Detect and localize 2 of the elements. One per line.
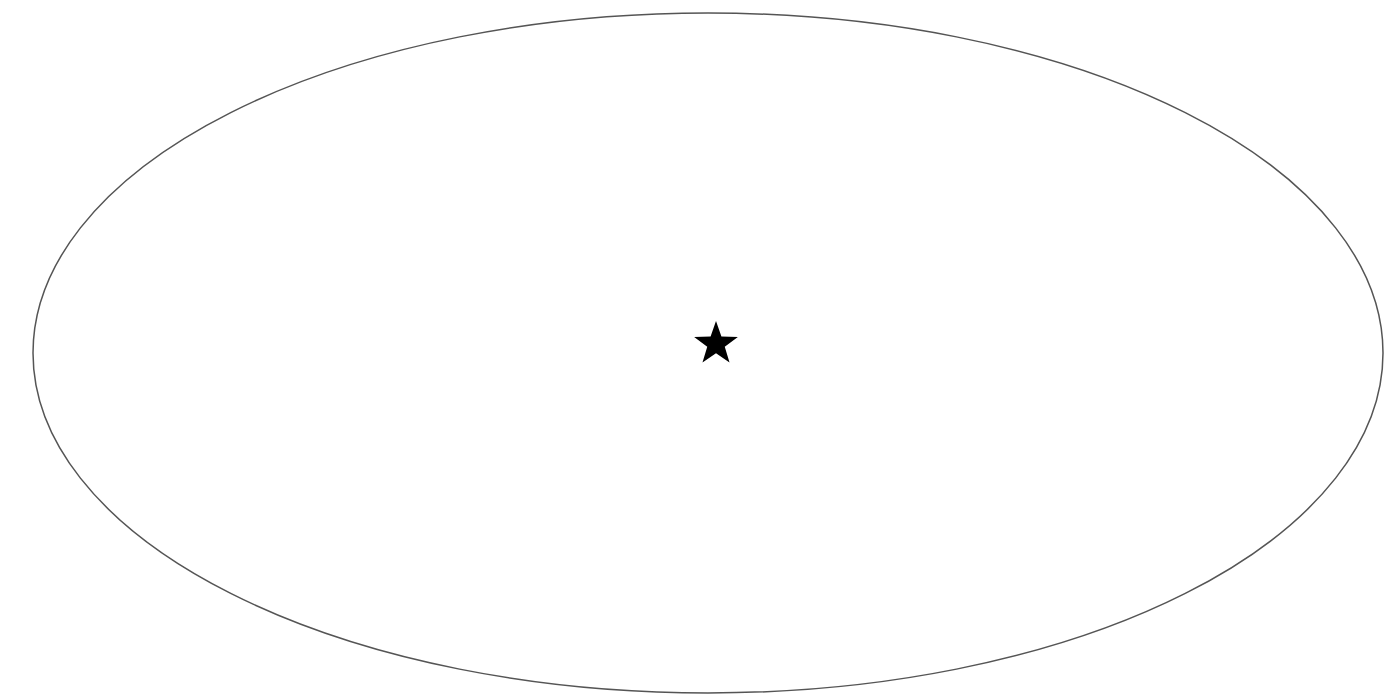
ellipse-outline	[32, 12, 1384, 694]
star-icon	[692, 319, 740, 365]
